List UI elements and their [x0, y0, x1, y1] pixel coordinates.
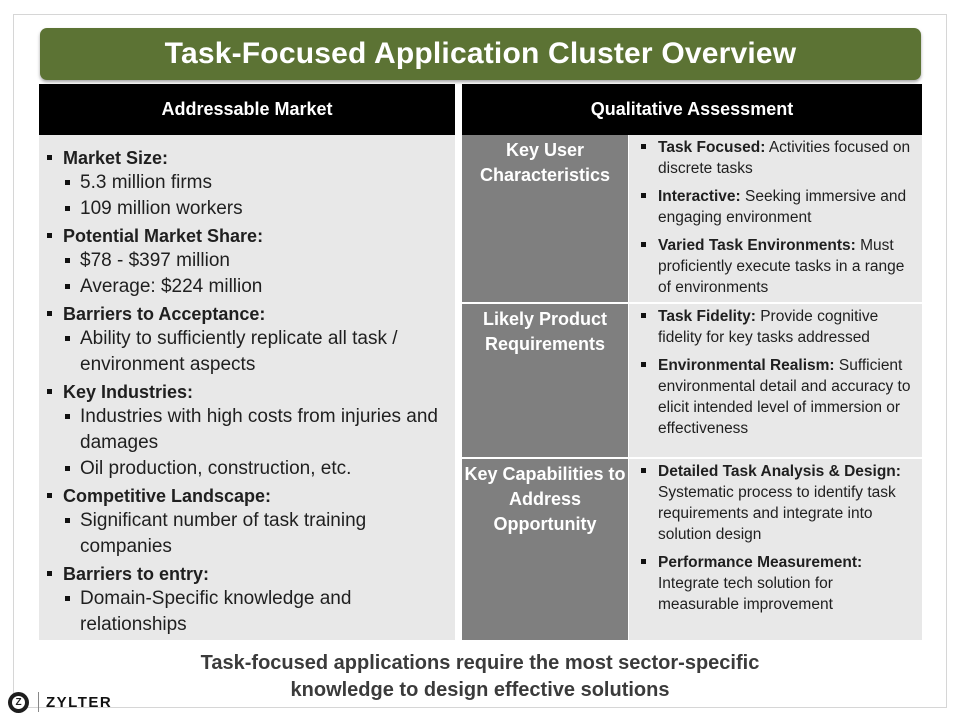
- bullet-icon: [641, 362, 646, 367]
- addressable-market-panel: Market Size: 5.3 million firms 109 milli…: [39, 135, 455, 640]
- market-section-item: Industries with high costs from injuries…: [80, 406, 438, 453]
- market-section: Potential Market Share: $78 - $397 milli…: [47, 224, 445, 300]
- assessment-row-label: Likely Product Requirements: [462, 304, 628, 457]
- bullet-icon: [47, 571, 52, 576]
- assessment-point-title: Task Focused:: [658, 139, 766, 156]
- market-section-heading: Potential Market Share:: [63, 226, 264, 246]
- assessment-row-content: Detailed Task Analysis & Design: Systema…: [629, 459, 922, 640]
- bullet-icon: [65, 336, 70, 341]
- slide-title: Task-Focused Application Cluster Overvie…: [164, 37, 797, 70]
- assessment-point-title: Performance Measurement:: [658, 554, 863, 571]
- market-section-item: Ability to sufficiently replicate all ta…: [80, 328, 398, 375]
- logo-text: ZYLTER: [46, 693, 113, 711]
- assessment-point: Environmental Realism: Sufficient enviro…: [641, 355, 918, 439]
- market-section-item: 5.3 million firms: [80, 172, 212, 193]
- market-section: Key Industries: Industries with high cos…: [47, 380, 445, 482]
- bullet-icon: [47, 155, 52, 160]
- assessment-point-title: Environmental Realism:: [658, 357, 835, 374]
- bullet-icon: [65, 466, 70, 471]
- assessment-point-text: Integrate tech solution for measurable i…: [658, 575, 833, 613]
- zylter-logo-icon: Z: [8, 691, 29, 713]
- market-section-item: Domain-Specific knowledge and relationsh…: [80, 588, 352, 635]
- key-takeaway-line: Task-focused applications require the mo…: [200, 652, 760, 674]
- slide-frame: [13, 14, 947, 708]
- bullet-icon: [47, 311, 52, 316]
- bullet-icon: [65, 518, 70, 523]
- assessment-row-label-text: Key User Characteristics: [479, 140, 611, 185]
- assessment-point: Performance Measurement: Integrate tech …: [641, 552, 918, 615]
- bullet-icon: [641, 193, 646, 198]
- addressable-market-header-label: Addressable Market: [161, 99, 333, 119]
- market-section-heading: Market Size:: [63, 148, 169, 168]
- market-section-item: Average: $224 million: [80, 276, 263, 297]
- bullet-icon: [641, 559, 646, 564]
- market-section-item: $78 - $397 million: [80, 250, 230, 271]
- market-section: Barriers to entry: Domain-Specific knowl…: [47, 562, 445, 638]
- assessment-point-text: Seeking immersive and engaging environme…: [658, 188, 907, 226]
- assessment-point-title: Varied Task Environments:: [658, 237, 856, 254]
- assessment-point: Task Focused: Activities focused on disc…: [641, 137, 918, 179]
- market-section-heading: Barriers to Acceptance:: [63, 304, 266, 324]
- bullet-icon: [65, 414, 70, 419]
- bullet-icon: [47, 233, 52, 238]
- market-section-heading: Competitive Landscape:: [63, 486, 272, 506]
- assessment-row-label-text: Key Capabilities to Address Opportunity: [464, 464, 626, 534]
- assessment-row-label-text: Likely Product Requirements: [482, 309, 608, 354]
- row-divider: [462, 457, 922, 459]
- bullet-icon: [47, 389, 52, 394]
- assessment-point-text: Sufficient environmental detail and accu…: [658, 357, 911, 437]
- bullet-icon: [65, 596, 70, 601]
- assessment-point: Varied Task Environments: Must proficien…: [641, 235, 918, 298]
- market-section: Market Size: 5.3 million firms 109 milli…: [47, 146, 445, 222]
- assessment-point: Interactive: Seeking immersive and engag…: [641, 186, 918, 228]
- bullet-icon: [65, 206, 70, 211]
- bullet-icon: [47, 493, 52, 498]
- assessment-row-content: Task Focused: Activities focused on disc…: [629, 135, 922, 302]
- qualitative-assessment-header-label: Qualitative Assessment: [590, 99, 794, 119]
- assessment-row-content: Task Fidelity: Provide cognitive fidelit…: [629, 304, 922, 457]
- logo-divider: [38, 692, 39, 712]
- assessment-point-text: Systematic process to identify task requ…: [658, 484, 896, 543]
- bullet-icon: [65, 284, 70, 289]
- bullet-icon: [65, 258, 70, 263]
- addressable-market-header: Addressable Market: [39, 84, 455, 135]
- bullet-icon: [641, 144, 646, 149]
- assessment-point-text: Provide cognitive fidelity for key tasks…: [658, 308, 879, 346]
- assessment-point-title: Detailed Task Analysis & Design:: [658, 463, 901, 480]
- assessment-point-title: Interactive:: [658, 188, 741, 205]
- logo-mark: Z: [12, 695, 25, 709]
- market-section-heading: Key Industries:: [63, 382, 194, 402]
- assessment-point: Detailed Task Analysis & Design: Systema…: [641, 461, 918, 545]
- bullet-icon: [65, 180, 70, 185]
- key-takeaway-line: knowledge to design effective solutions: [290, 679, 670, 701]
- bullet-icon: [641, 468, 646, 473]
- market-section-item: 109 million workers: [80, 198, 243, 219]
- assessment-point-text: Must proficiently execute tasks in a ran…: [658, 237, 905, 296]
- assessment-point: Task Fidelity: Provide cognitive fidelit…: [641, 306, 918, 348]
- assessment-point-text: Activities focused on discrete tasks: [658, 139, 911, 177]
- bullet-icon: [641, 313, 646, 318]
- market-section-heading: Barriers to entry:: [63, 564, 210, 584]
- market-section: Barriers to Acceptance: Ability to suffi…: [47, 302, 445, 378]
- market-section-item: Oil production, construction, etc.: [80, 458, 352, 479]
- assessment-row-label: Key Capabilities to Address Opportunity: [462, 459, 628, 640]
- key-takeaway: Task-focused applications require the mo…: [100, 650, 860, 704]
- assessment-row-label: Key User Characteristics: [462, 135, 628, 302]
- row-divider: [462, 302, 922, 304]
- qualitative-assessment-header: Qualitative Assessment: [462, 84, 922, 135]
- market-section: Competitive Landscape: Significant numbe…: [47, 484, 445, 560]
- title-banner: Task-Focused Application Cluster Overvie…: [40, 28, 921, 80]
- company-logo: Z ZYLTER: [8, 690, 112, 714]
- market-section-item: Significant number of task training comp…: [80, 510, 367, 557]
- bullet-icon: [641, 242, 646, 247]
- assessment-point-title: Task Fidelity:: [658, 308, 756, 325]
